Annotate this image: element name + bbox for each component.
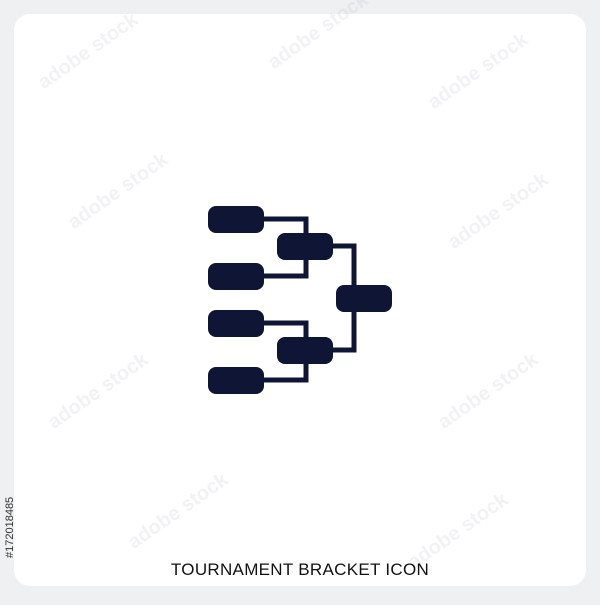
final-slot bbox=[336, 285, 392, 312]
round2-slot-1 bbox=[277, 233, 333, 260]
icon-caption: TOURNAMENT BRACKET ICON bbox=[170, 560, 430, 579]
stock-id-label: #172018485 bbox=[4, 496, 16, 558]
round1-slot-4 bbox=[208, 367, 264, 394]
icon-card bbox=[14, 14, 586, 586]
round1-slot-3 bbox=[208, 310, 264, 337]
round1-slot-2 bbox=[208, 263, 264, 290]
bracket-connector-lines bbox=[262, 216, 357, 383]
round2-slot-2 bbox=[277, 337, 333, 364]
round1-slot-1 bbox=[208, 206, 264, 233]
